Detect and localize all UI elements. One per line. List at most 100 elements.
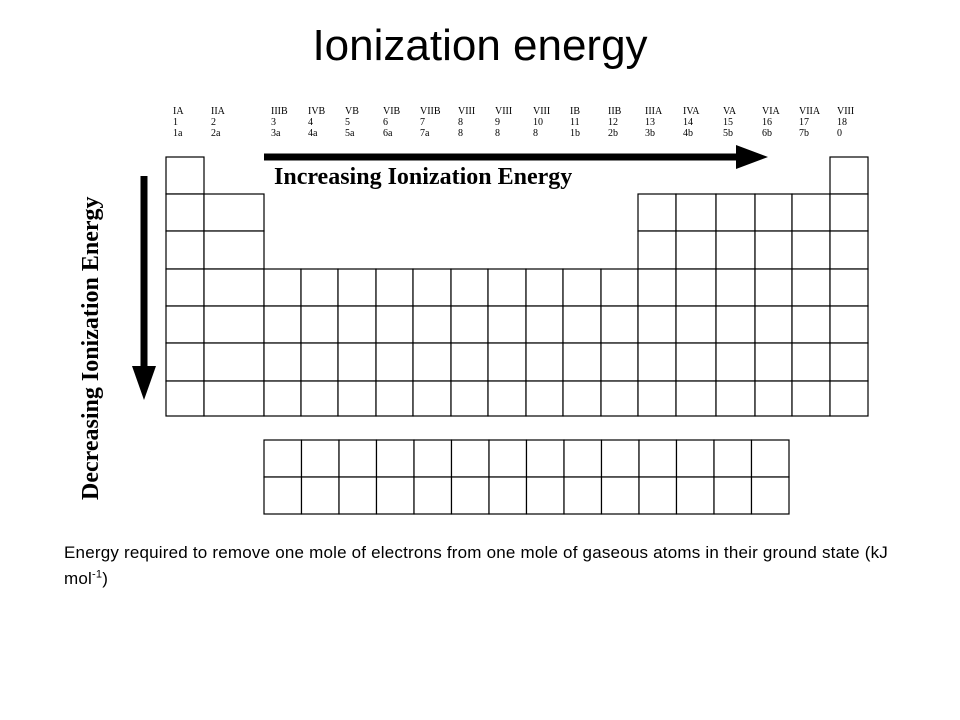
element-cell bbox=[791, 230, 831, 270]
f-block-cell bbox=[600, 439, 640, 478]
element-cell bbox=[263, 342, 302, 382]
element-cell bbox=[375, 342, 414, 382]
element-cell bbox=[562, 305, 602, 344]
element-cell bbox=[165, 380, 205, 417]
element-cell bbox=[300, 305, 339, 344]
f-block-cell bbox=[525, 439, 565, 478]
element-cell bbox=[829, 230, 869, 270]
element-cell bbox=[675, 268, 717, 307]
element-cell bbox=[337, 305, 377, 344]
f-block-cell bbox=[300, 439, 340, 478]
element-cell bbox=[637, 193, 677, 232]
f-block-cell bbox=[563, 476, 603, 515]
element-cell bbox=[715, 230, 756, 270]
element-cell bbox=[754, 305, 793, 344]
f-block-cell bbox=[750, 476, 790, 515]
element-cell bbox=[525, 380, 564, 417]
element-cell bbox=[165, 230, 205, 270]
element-cell bbox=[165, 268, 205, 307]
element-cell bbox=[754, 193, 793, 232]
element-cell bbox=[600, 380, 639, 417]
f-block-cell bbox=[375, 439, 415, 478]
f-block-cell bbox=[713, 439, 753, 478]
f-block-cell bbox=[338, 476, 378, 515]
element-cell bbox=[791, 380, 831, 417]
element-cell bbox=[203, 305, 265, 344]
element-cell bbox=[829, 305, 869, 344]
element-cell bbox=[337, 342, 377, 382]
element-cell bbox=[791, 193, 831, 232]
element-cell bbox=[450, 268, 489, 307]
element-cell bbox=[450, 305, 489, 344]
element-cell bbox=[791, 268, 831, 307]
element-cell bbox=[675, 342, 717, 382]
element-cell bbox=[637, 380, 677, 417]
element-cell bbox=[412, 268, 452, 307]
element-cell bbox=[675, 230, 717, 270]
element-cell bbox=[412, 305, 452, 344]
element-cell bbox=[300, 380, 339, 417]
element-cell bbox=[450, 380, 489, 417]
element-cell bbox=[829, 193, 869, 232]
element-cell bbox=[525, 268, 564, 307]
element-cell bbox=[525, 342, 564, 382]
definition-main: Energy required to remove one mole of el… bbox=[64, 543, 888, 588]
element-cell bbox=[487, 342, 527, 382]
element-cell bbox=[600, 268, 639, 307]
f-block-cell bbox=[488, 476, 528, 515]
increasing-arrow bbox=[264, 145, 768, 169]
f-block-cell bbox=[488, 439, 528, 478]
element-cell bbox=[754, 230, 793, 270]
element-cell bbox=[487, 380, 527, 417]
element-cell bbox=[637, 305, 677, 344]
element-cell bbox=[375, 380, 414, 417]
element-cell bbox=[337, 380, 377, 417]
element-cell bbox=[600, 305, 639, 344]
element-cell bbox=[637, 342, 677, 382]
f-block-cell bbox=[525, 476, 565, 515]
element-cell bbox=[165, 156, 205, 195]
element-cell bbox=[562, 268, 602, 307]
element-cell bbox=[754, 268, 793, 307]
element-cell bbox=[637, 268, 677, 307]
element-cell bbox=[203, 342, 265, 382]
element-cell bbox=[675, 305, 717, 344]
f-block-cell bbox=[563, 439, 603, 478]
f-block-cell bbox=[675, 439, 715, 478]
f-block-cell bbox=[300, 476, 340, 515]
element-cell bbox=[203, 268, 265, 307]
element-cell bbox=[637, 230, 677, 270]
decreasing-label: Decreasing Ionization Energy bbox=[78, 196, 104, 500]
element-cell bbox=[263, 305, 302, 344]
f-block-cell bbox=[263, 439, 303, 478]
decreasing-arrow bbox=[132, 176, 156, 400]
f-block-cell bbox=[638, 439, 678, 478]
element-cell bbox=[375, 268, 414, 307]
f-block-cell bbox=[338, 439, 378, 478]
element-cell bbox=[715, 342, 756, 382]
element-cell bbox=[263, 380, 302, 417]
f-block-grid bbox=[263, 439, 790, 515]
periodic-table-grid bbox=[165, 156, 869, 417]
element-cell bbox=[375, 305, 414, 344]
element-cell bbox=[754, 380, 793, 417]
element-cell bbox=[203, 380, 265, 417]
slide-title: Ionization energy bbox=[312, 21, 648, 70]
element-cell bbox=[715, 193, 756, 232]
element-cell bbox=[791, 342, 831, 382]
f-block-cell bbox=[638, 476, 678, 515]
element-cell bbox=[791, 305, 831, 344]
f-block-cell bbox=[450, 476, 490, 515]
element-cell bbox=[829, 156, 869, 195]
